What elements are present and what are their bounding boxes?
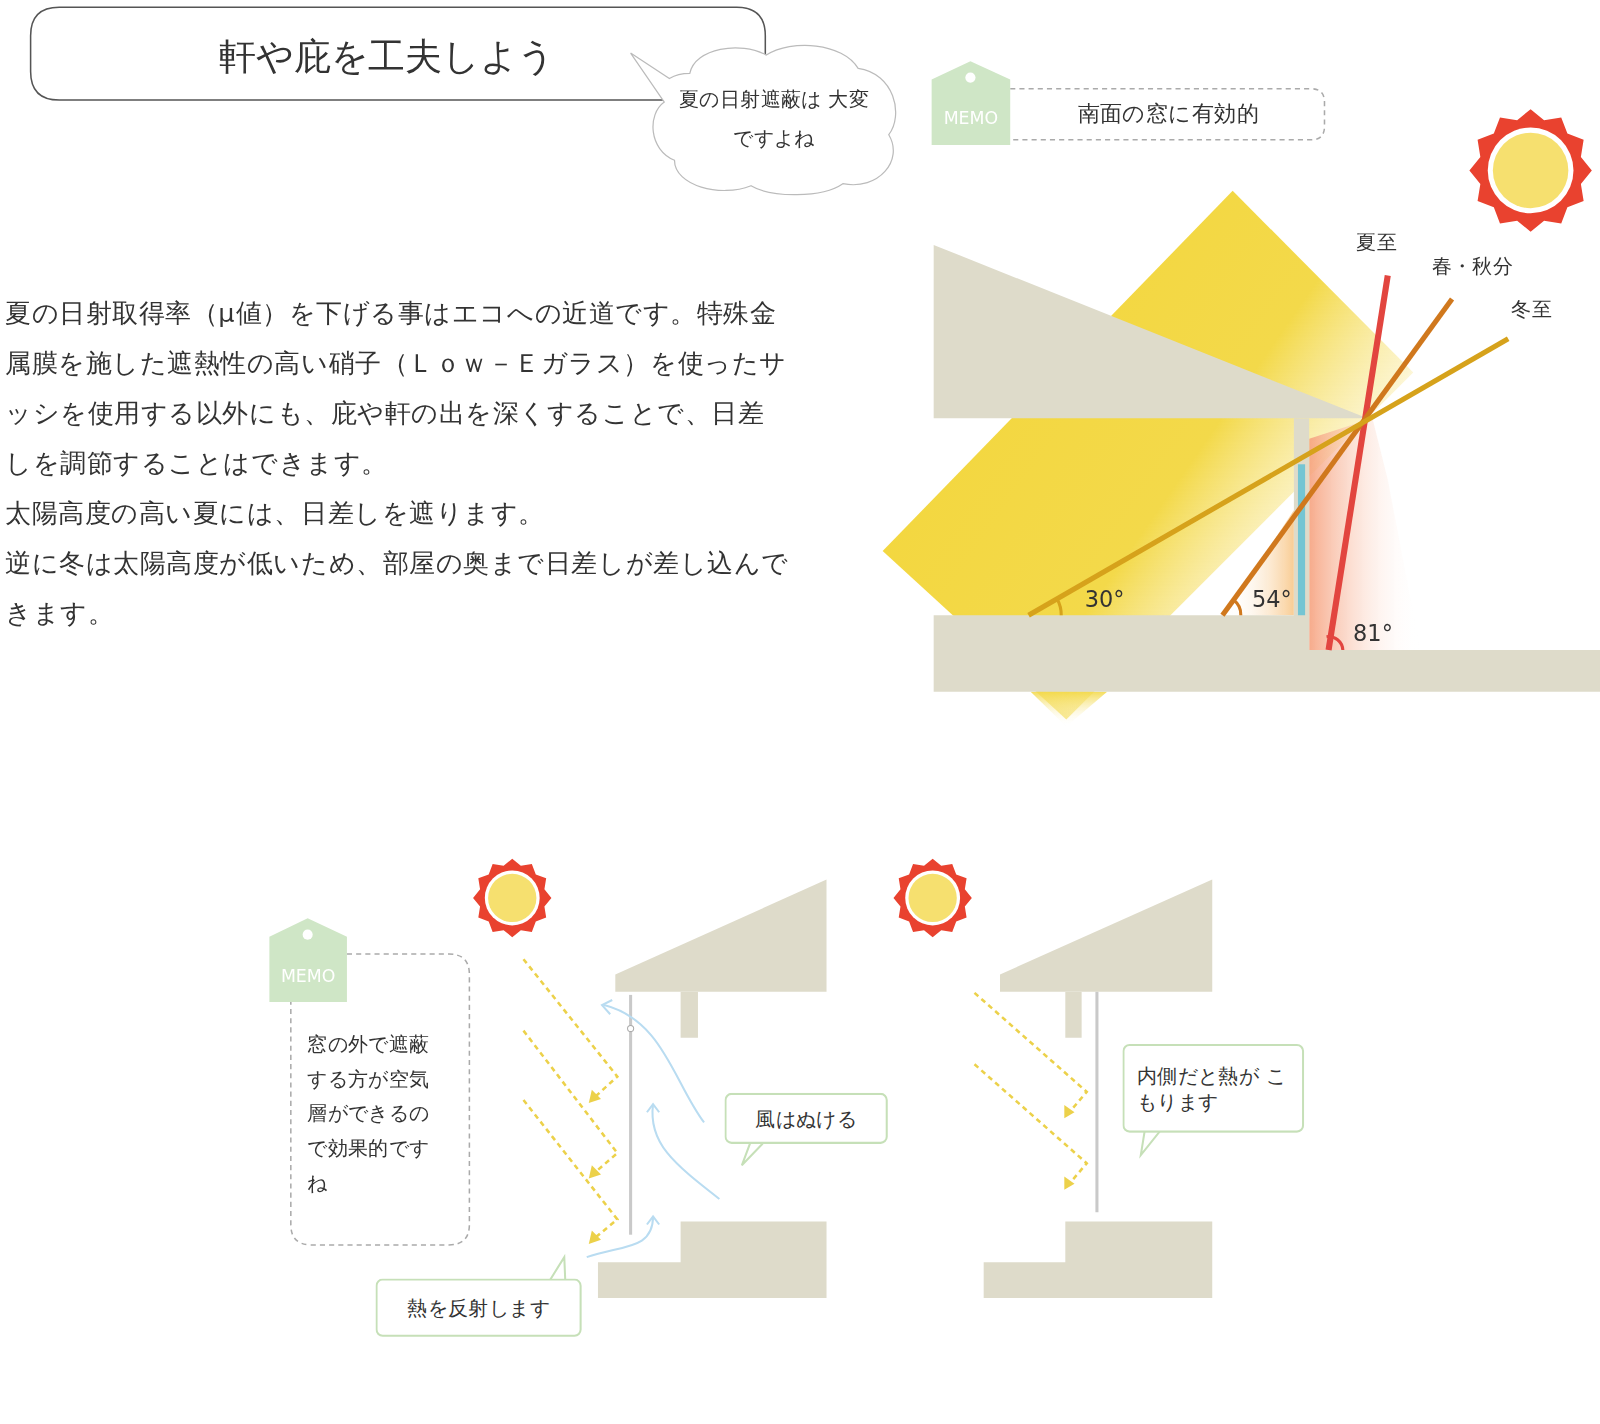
sun-icons [473, 109, 1592, 937]
memo-frame [1010, 89, 1324, 140]
tag-label: MEMO [944, 108, 999, 128]
page-title: 軒や庇を工夫しよう [219, 33, 555, 83]
memo-note: 窓の外で遮蔽する方が空気層ができるので効果的ですね [301, 1020, 454, 1206]
callout-tails [549, 1130, 1161, 1282]
season-label: 夏至 [1356, 229, 1397, 257]
callout-box: 熱を反射します [376, 1279, 582, 1337]
speech-cloud: 夏の日射遮蔽は 大変ですよね [649, 43, 899, 194]
note-text: 窓の外で遮蔽する方が空気層ができるので効果的ですね [307, 1027, 448, 1200]
season-label: 冬至 [1511, 296, 1552, 324]
sun-icon [893, 859, 971, 937]
angle-label: 30° [1085, 587, 1125, 613]
note-text: 風はぬける [755, 1105, 857, 1132]
sun-icon [1469, 109, 1591, 231]
angle-label: 54° [1252, 587, 1292, 613]
angle-label: 81° [1353, 620, 1393, 646]
eave-section [883, 191, 1600, 727]
sun-icon [473, 859, 551, 937]
note-text: 南面の窓に有効的 [1078, 100, 1260, 129]
body-text: 太陽高度の高い夏には、日差しを遮ります。 [5, 489, 791, 539]
tag-shape [269, 918, 347, 1002]
note-text: 夏の日射遮蔽は 大変ですよね [676, 80, 873, 158]
callout-box: 内側だと熱が こもります [1122, 1044, 1304, 1133]
callout-box: 風はぬける [724, 1093, 887, 1144]
memo-tag: MEMO [269, 918, 347, 1002]
tag-shape [932, 61, 1011, 145]
tag-label: MEMO [281, 965, 336, 985]
season-label: 春・秋分 [1432, 253, 1514, 281]
body-text: 夏の日射取得率（μ値）を下げる事はエコへの近道です。特殊金属膜を施した遮熱性の高… [5, 289, 791, 489]
note-text: 熱を反射します [407, 1294, 550, 1321]
cloud-outline [649, 43, 899, 194]
outside-shade-section [523, 880, 826, 1298]
memo-note: 南面の窓に有効的 [1020, 91, 1316, 138]
note-text: 内側だと熱が こもります [1137, 1062, 1290, 1115]
body-text: 逆に冬は太陽高度が低いため、部屋の奥まで日差しが差し込んできます。 [5, 539, 791, 639]
memo-tag: MEMO [932, 61, 1011, 145]
